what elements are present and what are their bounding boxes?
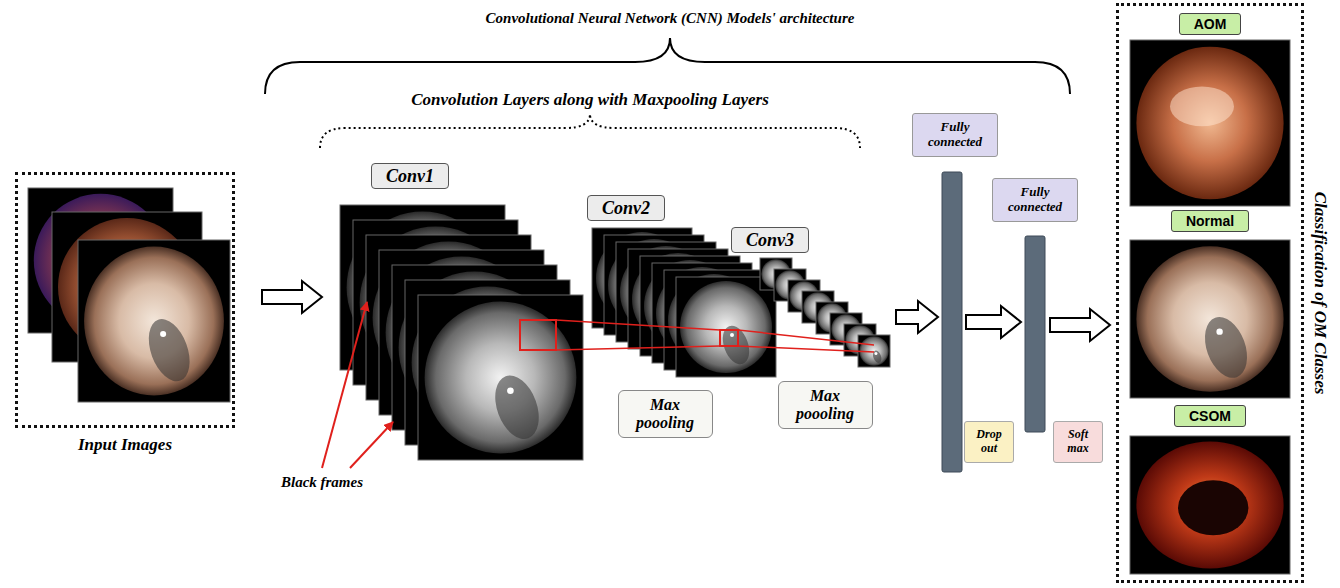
light-reflex [160, 331, 166, 337]
light-reflex [1216, 328, 1222, 334]
image-frame [78, 240, 230, 402]
light-reflex [730, 333, 734, 337]
annotation-label: Black frames [281, 474, 363, 491]
ear-image [1130, 436, 1290, 574]
bulge [1170, 86, 1234, 126]
box-label: Conv2 [602, 198, 650, 219]
ear-image [1130, 40, 1290, 206]
ear-image [78, 240, 230, 402]
class-images [1130, 40, 1290, 574]
fc-label: Fully connected [912, 113, 998, 157]
box-label: Soft max [1059, 428, 1097, 456]
class-label: CSOM [1174, 405, 1246, 427]
diagram-title: Convolutional Neural Network (CNN) Model… [486, 10, 855, 27]
ear-image [676, 277, 776, 377]
image-frame [1130, 40, 1290, 206]
feature-map-stack [760, 258, 890, 367]
layer-label: Conv3 [731, 227, 809, 254]
classes-frame: Classification of OM ClassesAOMNormalCSO… [1116, 3, 1304, 583]
zoom-box [720, 330, 738, 346]
eardrum [1136, 47, 1283, 200]
light-reflex [507, 387, 514, 394]
box-label: AOM [1194, 16, 1227, 32]
box-label: Conv1 [386, 166, 434, 187]
layer-label: Conv2 [587, 195, 665, 222]
block-arrow [966, 306, 1021, 338]
ear-image [1130, 240, 1290, 398]
fc-bar [942, 172, 962, 472]
section-label: Convolution Layers along with Maxpooling… [411, 90, 769, 110]
dropout-box: Drop out [964, 421, 1014, 463]
layer-label: Conv1 [371, 163, 449, 190]
dotted-brace [320, 114, 860, 148]
image-frame [676, 277, 776, 377]
curly-brace [265, 38, 1070, 94]
perforation [1178, 480, 1248, 535]
zoom-line [556, 346, 720, 350]
block-arrow [1050, 309, 1110, 341]
eardrum [1136, 246, 1283, 391]
malleus-shadow [141, 313, 197, 386]
fc-label: Fully connected [992, 178, 1078, 222]
zoom-line [738, 346, 874, 352]
input-frame: Input Images [15, 172, 235, 428]
input-image-stack [28, 188, 230, 402]
class-label: AOM [1179, 13, 1242, 35]
pointer-arrow [322, 302, 367, 468]
pooling-box: Max poooling [778, 381, 873, 430]
feature-map-stack [340, 205, 583, 460]
pointer-arrow [350, 422, 393, 468]
malleus-shadow [718, 322, 754, 368]
block-arrow [262, 281, 322, 313]
box-label: Conv3 [746, 230, 794, 251]
light-reflex [874, 352, 877, 355]
frame-heading: Input Images [18, 435, 232, 455]
pooling-box: Max poooling [618, 390, 713, 439]
eardrum [680, 281, 772, 373]
zoom-line [556, 320, 720, 330]
fc-bar [1025, 236, 1045, 432]
softmax-box: Soft max [1053, 421, 1103, 463]
box-label: Fully connected [999, 185, 1071, 215]
class-label: Normal [1171, 210, 1249, 232]
zoom-line [738, 330, 874, 345]
block-arrow [896, 301, 938, 333]
frame-heading: Classification of OM Classes [1310, 192, 1330, 395]
image-frame [1130, 240, 1290, 398]
box-label: Normal [1186, 213, 1234, 229]
image-frame [1130, 436, 1290, 574]
box-label: Drop out [970, 428, 1008, 456]
box-label: Max poooling [629, 396, 702, 433]
eardrum [425, 302, 577, 454]
eardrum [1136, 442, 1283, 569]
zoom-box [520, 320, 556, 350]
malleus-shadow [1197, 311, 1255, 384]
box-label: Fully connected [919, 120, 991, 150]
eardrum [84, 246, 224, 395]
box-label: Max poooling [789, 387, 862, 424]
malleus-shadow [487, 369, 547, 445]
box-label: CSOM [1189, 408, 1231, 424]
